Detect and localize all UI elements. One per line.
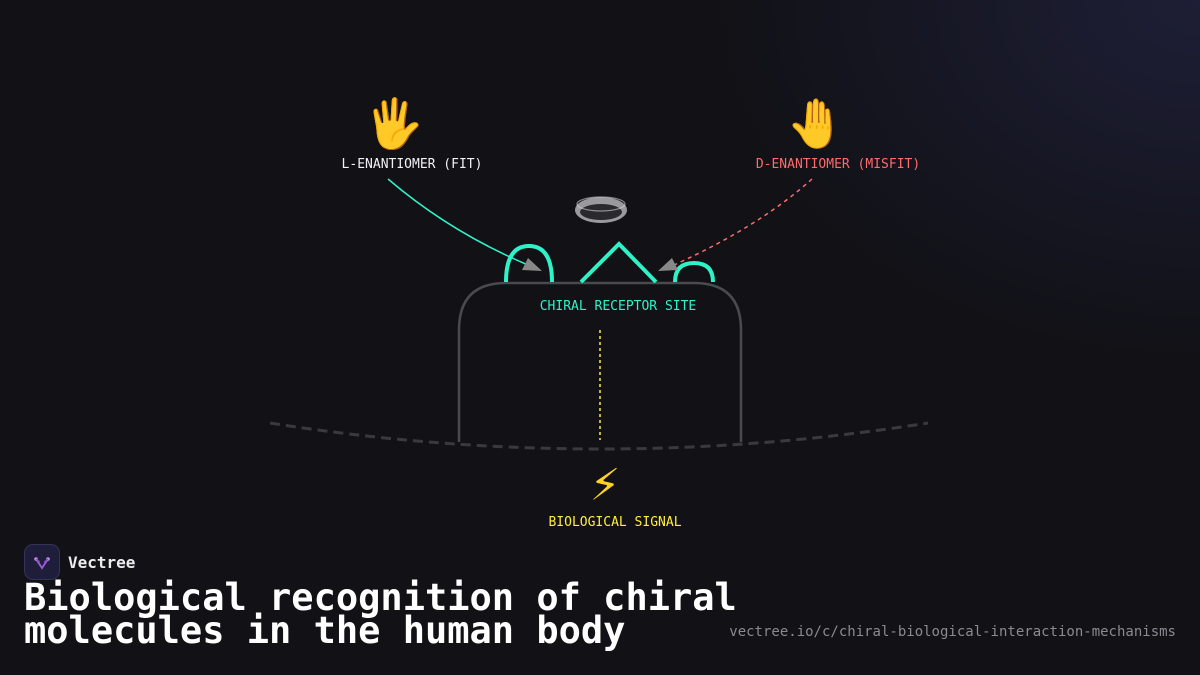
vectree-logo-icon [24, 544, 60, 580]
brand-name: Vectree [68, 552, 136, 572]
lightning-bolt-icon: ⚡ [589, 454, 621, 512]
right-hand-icon: 🤚 [786, 96, 846, 152]
binding-pocket-round [504, 243, 554, 283]
cell-membrane [269, 421, 929, 451]
ring-disc-icon [575, 196, 627, 223]
source-url[interactable]: vectree.io/c/chiral-biological-interacti… [729, 624, 1176, 640]
fit-arrow-path [387, 178, 529, 266]
biological-signal-label: BIOLOGICAL SIGNAL [548, 515, 682, 530]
binding-pocket-triangle [579, 241, 658, 284]
page-title: Biological recognition of chiral molecul… [24, 576, 737, 652]
misfit-arrow-path [673, 178, 813, 266]
d-enantiomer-label: D-ENANTIOMER (MISFIT) [755, 157, 921, 172]
fit-arrow-head [522, 258, 542, 271]
brand[interactable]: Vectree [24, 544, 135, 580]
left-hand-icon: 🖐 [364, 96, 424, 152]
binding-pocket-small-arc [673, 260, 715, 283]
l-enantiomer-label: L-ENANTIOMER (FIT) [341, 157, 483, 172]
receptor-site-label: CHIRAL RECEPTOR SITE [539, 299, 697, 314]
misfit-arrow-head [658, 258, 678, 271]
